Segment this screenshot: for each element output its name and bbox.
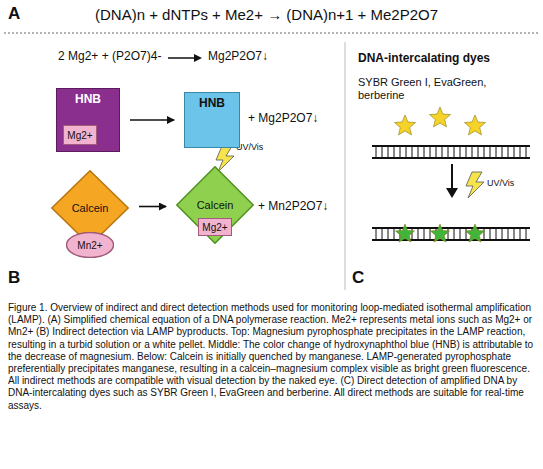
label: Mg2P2O7↓ (208, 50, 298, 64)
base-pair (376, 146, 377, 158)
strand (372, 227, 530, 229)
base-pair (388, 228, 389, 240)
node-text: Calcein (72, 202, 109, 214)
star (431, 224, 450, 242)
lightning-symbol (466, 172, 484, 198)
star (465, 115, 486, 135)
divider-line (4, 33, 539, 34)
label: UV/Vis (236, 142, 286, 152)
label: B (8, 268, 28, 288)
star (395, 115, 416, 135)
node-text: Calcein (197, 199, 234, 211)
down-arrow (451, 164, 453, 190)
base-pair (448, 146, 449, 158)
base-pair (454, 228, 455, 240)
base-pair (478, 146, 479, 158)
strand (372, 145, 530, 147)
base-pair (508, 146, 509, 158)
ion-ellipse: Mn2+ (66, 232, 114, 258)
base-pair (430, 228, 431, 240)
base-pair (520, 146, 521, 158)
star (430, 107, 451, 127)
base-pair (382, 228, 383, 240)
label: A (8, 4, 28, 24)
node-text: HNB (199, 97, 225, 110)
base-pair (454, 146, 455, 158)
node-text: HNB (75, 93, 101, 106)
label: (DNA)n + dNTPs + Me2+ → (DNA)n+1 + Me2P2… (95, 6, 465, 23)
dna-ladder (372, 228, 530, 240)
base-pair (394, 146, 395, 158)
arrow-head (194, 54, 202, 62)
panel-divider (345, 42, 346, 290)
base-pair (400, 146, 401, 158)
label: + Mg2P2O7↓ (248, 112, 340, 126)
base-pair (496, 146, 497, 158)
ellipse-shape (66, 233, 113, 258)
diamond-shape (177, 167, 253, 243)
base-pair (466, 146, 467, 158)
strand (372, 157, 530, 159)
dye-box: HNB Mg2+ (56, 88, 120, 152)
base-pair (526, 228, 527, 240)
label: DNA-intercalating dyes (358, 52, 538, 66)
lightning-symbol (216, 146, 234, 172)
base-pair (418, 228, 419, 240)
base-pair (460, 146, 461, 158)
strand (372, 239, 530, 241)
base-pair (514, 228, 515, 240)
dna-ladder (372, 146, 530, 158)
label: SYBR Green I, EvaGreen, berberine (358, 76, 508, 101)
base-pair (514, 146, 515, 158)
base-pair (406, 146, 407, 158)
base-pair (424, 228, 425, 240)
node-text: Mg2+ (67, 130, 92, 141)
reaction-arrow (130, 119, 174, 121)
base-pair (418, 146, 419, 158)
star (396, 224, 415, 242)
calcein-diamond: CalceinMg2+ (176, 166, 254, 244)
ion-box: Mg2+ (198, 218, 232, 236)
node-text: Mg2+ (202, 222, 227, 233)
star (466, 224, 485, 242)
label: C (352, 268, 372, 288)
base-pair (508, 228, 509, 240)
base-pair (496, 228, 497, 240)
base-pair (436, 146, 437, 158)
base-pair (442, 146, 443, 158)
base-pair (448, 228, 449, 240)
label: 2 Mg2+ + (P2O7)4- (58, 50, 168, 64)
base-pair (412, 228, 413, 240)
node-text: Mn2+ (77, 240, 102, 251)
figure-caption: Figure 1. Overview of indirect and direc… (8, 302, 535, 412)
label: + Mn2P2O7↓ (258, 200, 342, 214)
label: UV/Vis (487, 178, 537, 188)
base-pair (484, 146, 485, 158)
dye-stars (395, 107, 486, 135)
base-pair (376, 228, 377, 240)
arrow-head (446, 188, 458, 198)
base-pair (466, 228, 467, 240)
dye-box: HNB (184, 92, 240, 148)
ion-box: Mg2+ (63, 125, 97, 145)
base-pair (388, 146, 389, 158)
base-pair (526, 146, 527, 158)
base-pair (460, 228, 461, 240)
base-pair (430, 146, 431, 158)
base-pair (502, 228, 503, 240)
base-pair (412, 146, 413, 158)
reaction-arrow (168, 57, 196, 59)
base-pair (472, 146, 473, 158)
base-pair (520, 228, 521, 240)
base-pair (484, 228, 485, 240)
base-pair (490, 228, 491, 240)
base-pair (394, 228, 395, 240)
base-pair (490, 146, 491, 158)
base-pair (424, 146, 425, 158)
reaction-arrow (139, 206, 166, 208)
base-pair (382, 146, 383, 158)
bound-dye-stars (396, 224, 485, 242)
base-pair (502, 146, 503, 158)
